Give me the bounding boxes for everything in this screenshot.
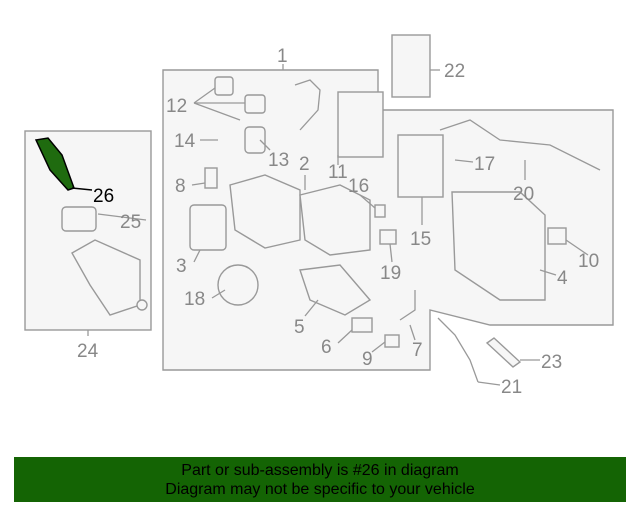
part-2-case[interactable] (299, 184, 371, 256)
part-15-evaporator[interactable] (397, 134, 444, 198)
callout-lines (97, 69, 589, 386)
label-2: 2 (299, 154, 310, 175)
part-info-banner: Part or sub-assembly is #26 in diagram D… (14, 457, 626, 502)
label-12: 12 (166, 96, 187, 117)
part-23[interactable] (485, 337, 522, 368)
banner-line-2: Diagram may not be specific to your vehi… (165, 481, 475, 498)
part-blower-case[interactable] (229, 174, 301, 249)
part-3-gasket[interactable] (189, 204, 227, 251)
part-21-drain (437, 317, 479, 383)
part-6[interactable] (351, 317, 373, 333)
label-22: 22 (444, 61, 465, 82)
label-4: 4 (557, 268, 568, 289)
label-3: 3 (176, 256, 187, 277)
label-23: 23 (541, 352, 562, 373)
label-6: 6 (321, 337, 332, 358)
label-19: 19 (380, 263, 401, 284)
part-13[interactable] (244, 126, 266, 154)
label-9: 9 (362, 349, 373, 370)
part-20-harness (439, 119, 601, 171)
label-18: 18 (184, 289, 205, 310)
label-11: 11 (328, 162, 348, 183)
part-8[interactable] (204, 167, 218, 189)
part-11-heater-core[interactable] (337, 91, 384, 158)
part-7-sensor (399, 290, 416, 321)
part-12b[interactable] (244, 94, 266, 114)
label-21: 21 (501, 377, 522, 398)
part-25-seal[interactable] (61, 206, 97, 232)
label-10: 10 (578, 251, 599, 272)
part-4-case[interactable] (451, 191, 546, 301)
label-25: 25 (120, 212, 141, 233)
part-10[interactable] (547, 227, 567, 245)
label-16: 16 (348, 176, 369, 197)
callout-line-26 (71, 187, 93, 191)
label-1: 1 (277, 46, 288, 67)
label-20: 20 (513, 184, 534, 205)
part-9[interactable] (384, 334, 400, 348)
label-24: 24 (77, 341, 99, 362)
label-26: 26 (93, 186, 114, 207)
label-17: 17 (474, 154, 495, 175)
label-7: 7 (412, 340, 423, 361)
part-24-screw (136, 299, 148, 311)
label-14: 14 (174, 131, 196, 152)
part-5-bracket[interactable] (299, 264, 372, 316)
part-18-blower-motor[interactable] (217, 264, 259, 306)
part-22-evaporator[interactable] (391, 34, 431, 98)
label-15: 15 (410, 229, 431, 250)
label-8: 8 (175, 176, 186, 197)
part-12a[interactable] (214, 76, 234, 96)
label-13: 13 (268, 150, 289, 171)
part-16[interactable] (374, 204, 386, 218)
banner-line-1: Part or sub-assembly is #26 in diagram (181, 462, 459, 479)
label-5: 5 (294, 317, 305, 338)
part-19-actuator[interactable] (379, 229, 397, 245)
part-hose (294, 79, 321, 131)
